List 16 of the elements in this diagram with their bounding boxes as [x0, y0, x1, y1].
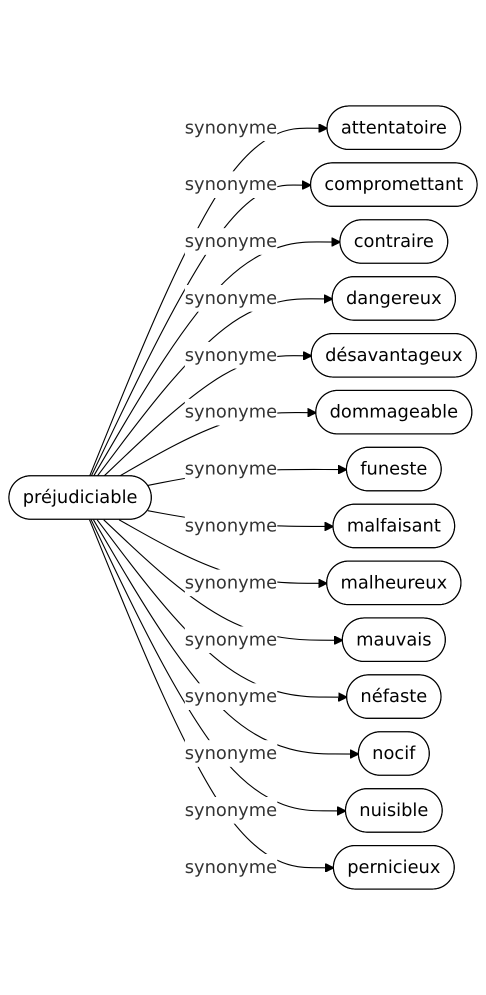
edge-label: synonyme	[184, 173, 278, 195]
edge-label: synonyme	[184, 628, 278, 650]
edge-label: synonyme	[184, 230, 278, 252]
arrow	[103, 350, 312, 477]
edge-label: synonyme	[184, 742, 278, 764]
edge-label: synonyme	[184, 344, 278, 366]
edge-label: synonyme	[184, 116, 278, 138]
edge-label: synonyme	[184, 514, 278, 536]
edge-label: synonyme	[184, 287, 278, 308]
edge-label: synonyme	[184, 685, 278, 707]
arrow	[90, 180, 312, 477]
edge-label: synonyme	[184, 799, 278, 820]
edge-label: synonyme	[184, 572, 278, 593]
edge-label: synonyme	[184, 856, 278, 878]
edge-label: synonyme	[184, 401, 278, 422]
edge-label: synonyme	[184, 458, 278, 480]
